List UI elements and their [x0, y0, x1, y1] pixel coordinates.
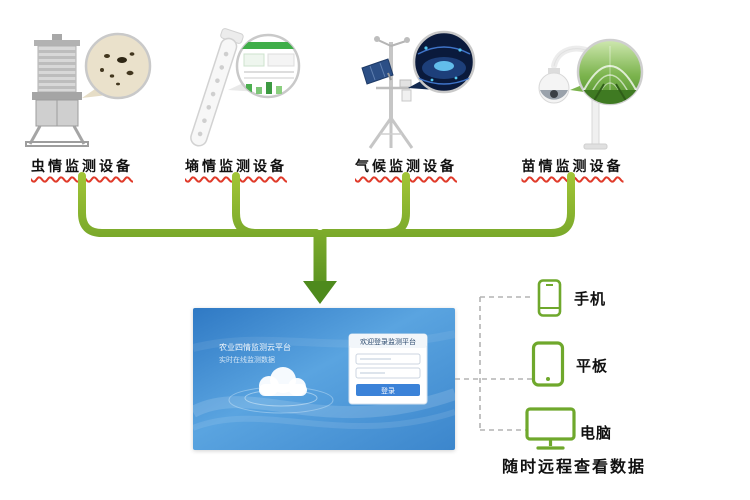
camera-art: [538, 38, 644, 150]
login-button-label: 登录: [381, 386, 395, 395]
device-label-soil: 墒情监测设备: [185, 158, 287, 174]
soil-probe-tube: [190, 28, 244, 147]
desktop-icon: [525, 407, 576, 450]
device-label-insect: 虫情监测设备: [31, 158, 133, 174]
terminal-label-tablet: 平板: [576, 358, 609, 375]
weather-station-mast: [361, 36, 414, 149]
insect-specks: [100, 52, 135, 86]
terminal-label-phone: 手机: [574, 291, 607, 308]
platform-tagline-1: 农业四情监测云平台: [219, 342, 291, 352]
insect-magnifier-bubble: [82, 32, 152, 100]
device-label-seedling: 苗情监测设备: [521, 158, 624, 174]
weather-station-art: [361, 30, 476, 149]
platform-art: 农业四情监测云平台 实时在线监测数据 欢迎登录监测平台 登录: [193, 308, 455, 450]
device-crop-camera: 苗情监测设备: [500, 28, 645, 176]
caption-remote-view: 随时远程查看数据: [502, 459, 647, 476]
phone-icon: [537, 279, 562, 317]
platform-tagline-2: 实时在线监测数据: [219, 355, 275, 364]
terminal-label-desktop: 电脑: [580, 425, 613, 442]
soil-probe-art: [190, 28, 301, 147]
device-insect-monitor: 虫情监测设备: [12, 28, 152, 176]
platform-screenshot: 农业四情监测云平台 实时在线监测数据 欢迎登录监测平台 登录: [193, 308, 455, 450]
weather-dashboard-preview: [417, 46, 471, 85]
soil-dashboard-preview: [240, 42, 296, 94]
weather-magnifier-bubble: [408, 30, 476, 94]
login-button: [356, 384, 420, 396]
device-soil-moisture: 墒情监测设备: [166, 28, 306, 176]
camera-magnifier-bubble: [570, 38, 644, 106]
login-card: 欢迎登录监测平台 登录: [348, 333, 428, 405]
insect-trap-tower: [25, 34, 89, 147]
login-title: 欢迎登录监测平台: [360, 337, 416, 346]
insect-trap-art: [25, 32, 152, 147]
login-password-field: [355, 367, 421, 379]
device-weather-station: 气候监测设备: [336, 28, 476, 176]
tablet-icon: [531, 341, 565, 387]
cloud-graphic: [228, 367, 334, 414]
soil-magnifier-bubble: [228, 33, 301, 99]
device-label-climate: 气候监测设备: [355, 158, 457, 174]
